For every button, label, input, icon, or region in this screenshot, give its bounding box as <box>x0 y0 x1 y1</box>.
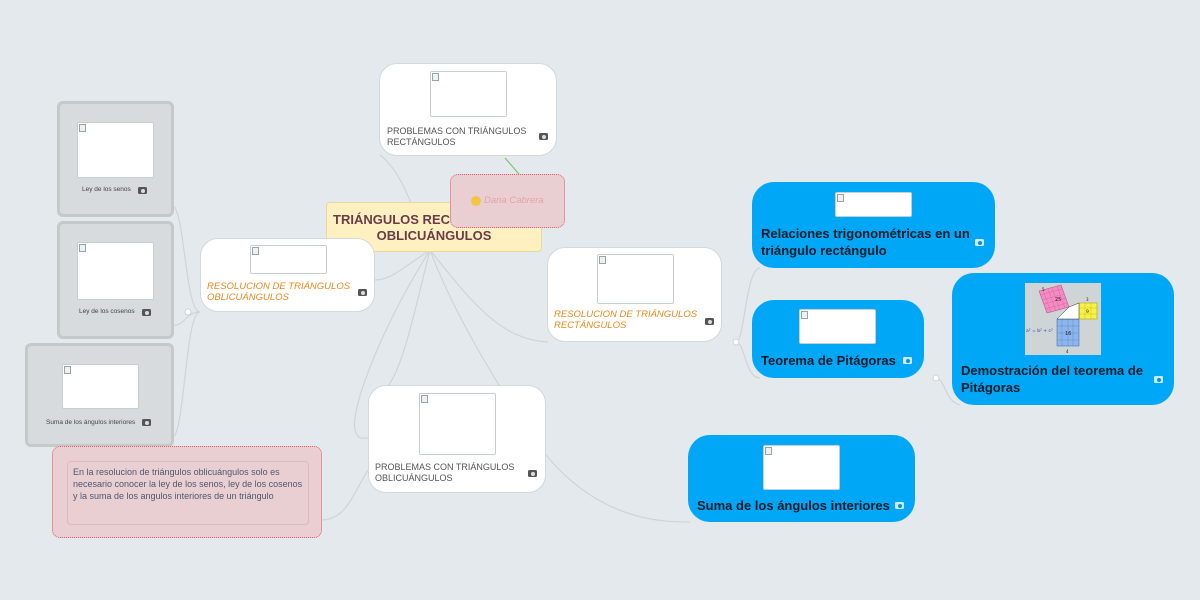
node-label: Ley de los senos <box>82 186 131 193</box>
node-label: Ley de los cosenos <box>79 308 135 315</box>
node-label: PROBLEMAS CON TRIÁNGULOS RECTÁNGULOS <box>387 126 527 147</box>
image-icon[interactable] <box>358 289 367 296</box>
image-icon[interactable] <box>142 419 151 426</box>
image-placeholder <box>799 309 876 344</box>
node-resolucion-oblicuangulos[interactable]: RESOLUCION DE TRIÁNGULOS OBLICUÁNGULOS <box>200 238 375 312</box>
image-placeholder <box>430 71 507 117</box>
image-icon[interactable] <box>1154 376 1163 383</box>
node-suma-angulos-interiores[interactable]: Suma de los ángulos interiores <box>688 435 915 522</box>
image-placeholder <box>250 245 327 274</box>
image-icon[interactable] <box>528 470 537 477</box>
author-name: Dana Cabrera <box>484 195 544 206</box>
note-node[interactable]: En la resolucion de triángulos oblicuáng… <box>52 446 322 538</box>
image-placeholder <box>835 192 912 217</box>
smiley-icon <box>471 196 481 206</box>
image-icon[interactable] <box>705 318 714 325</box>
node-demostracion-pitagoras[interactable]: 25 9 16 5 3 4 a² = b² + c² Demostración … <box>952 273 1174 405</box>
image-placeholder <box>419 393 496 455</box>
svg-text:9: 9 <box>1086 309 1089 315</box>
image-icon[interactable] <box>895 502 904 509</box>
node-problemas-rectangulos[interactable]: PROBLEMAS CON TRIÁNGULOS RECTÁNGULOS <box>379 63 557 156</box>
node-label: Demostración del teorema de Pitágoras <box>961 363 1144 395</box>
image-icon[interactable] <box>539 133 548 140</box>
node-ley-senos[interactable]: Ley de los senos <box>57 101 174 217</box>
node-label: PROBLEMAS CON TRIÁNGULOS OBLICUÁNGULOS <box>375 462 515 483</box>
image-placeholder <box>77 122 154 178</box>
svg-text:4: 4 <box>1066 349 1069 354</box>
node-suma-interiores-small[interactable]: Suma de los ángulos interiores <box>25 343 174 447</box>
svg-text:5: 5 <box>1042 287 1045 292</box>
image-icon[interactable] <box>975 239 984 246</box>
node-label: Teorema de Pitágoras <box>761 353 896 368</box>
image-icon[interactable] <box>138 187 147 194</box>
image-icon[interactable] <box>142 309 151 316</box>
node-relaciones-trigonometricas[interactable]: Relaciones trigonométricas en un triángu… <box>752 182 995 268</box>
node-label: Suma de los ángulos interiores <box>697 498 890 513</box>
node-label: RESOLUCION DE TRIÁNGULOS OBLICUÁNGULOS <box>207 281 351 303</box>
svg-text:a² = b² + c²: a² = b² + c² <box>1026 328 1053 334</box>
image-placeholder <box>763 445 840 490</box>
node-label: RESOLUCION DE TRIÁNGULOS RECTÁNGULOS <box>554 309 698 331</box>
node-problemas-oblicuangulos[interactable]: PROBLEMAS CON TRIÁNGULOS OBLICUÁNGULOS <box>368 385 546 493</box>
node-ley-cosenos[interactable]: Ley de los cosenos <box>57 221 174 339</box>
svg-text:25: 25 <box>1055 297 1061 303</box>
note-box <box>67 461 309 525</box>
node-label: Suma de los ángulos interiores <box>46 419 136 426</box>
author-node[interactable]: Dana Cabrera <box>450 174 565 228</box>
node-label: Relaciones trigonométricas en un triángu… <box>761 226 970 258</box>
pythagoras-figure: 25 9 16 5 3 4 a² = b² + c² <box>1025 283 1101 355</box>
image-placeholder <box>597 254 674 304</box>
node-teorema-pitagoras[interactable]: Teorema de Pitágoras <box>752 300 924 378</box>
note-text: En la resolucion de triángulos oblicuáng… <box>73 467 303 501</box>
node-resolucion-rectangulos[interactable]: RESOLUCION DE TRIÁNGULOS RECTÁNGULOS <box>547 247 722 342</box>
image-placeholder <box>77 242 154 300</box>
image-icon[interactable] <box>903 357 912 364</box>
svg-text:3: 3 <box>1086 297 1089 302</box>
svg-text:16: 16 <box>1065 331 1071 337</box>
image-placeholder <box>62 364 139 409</box>
